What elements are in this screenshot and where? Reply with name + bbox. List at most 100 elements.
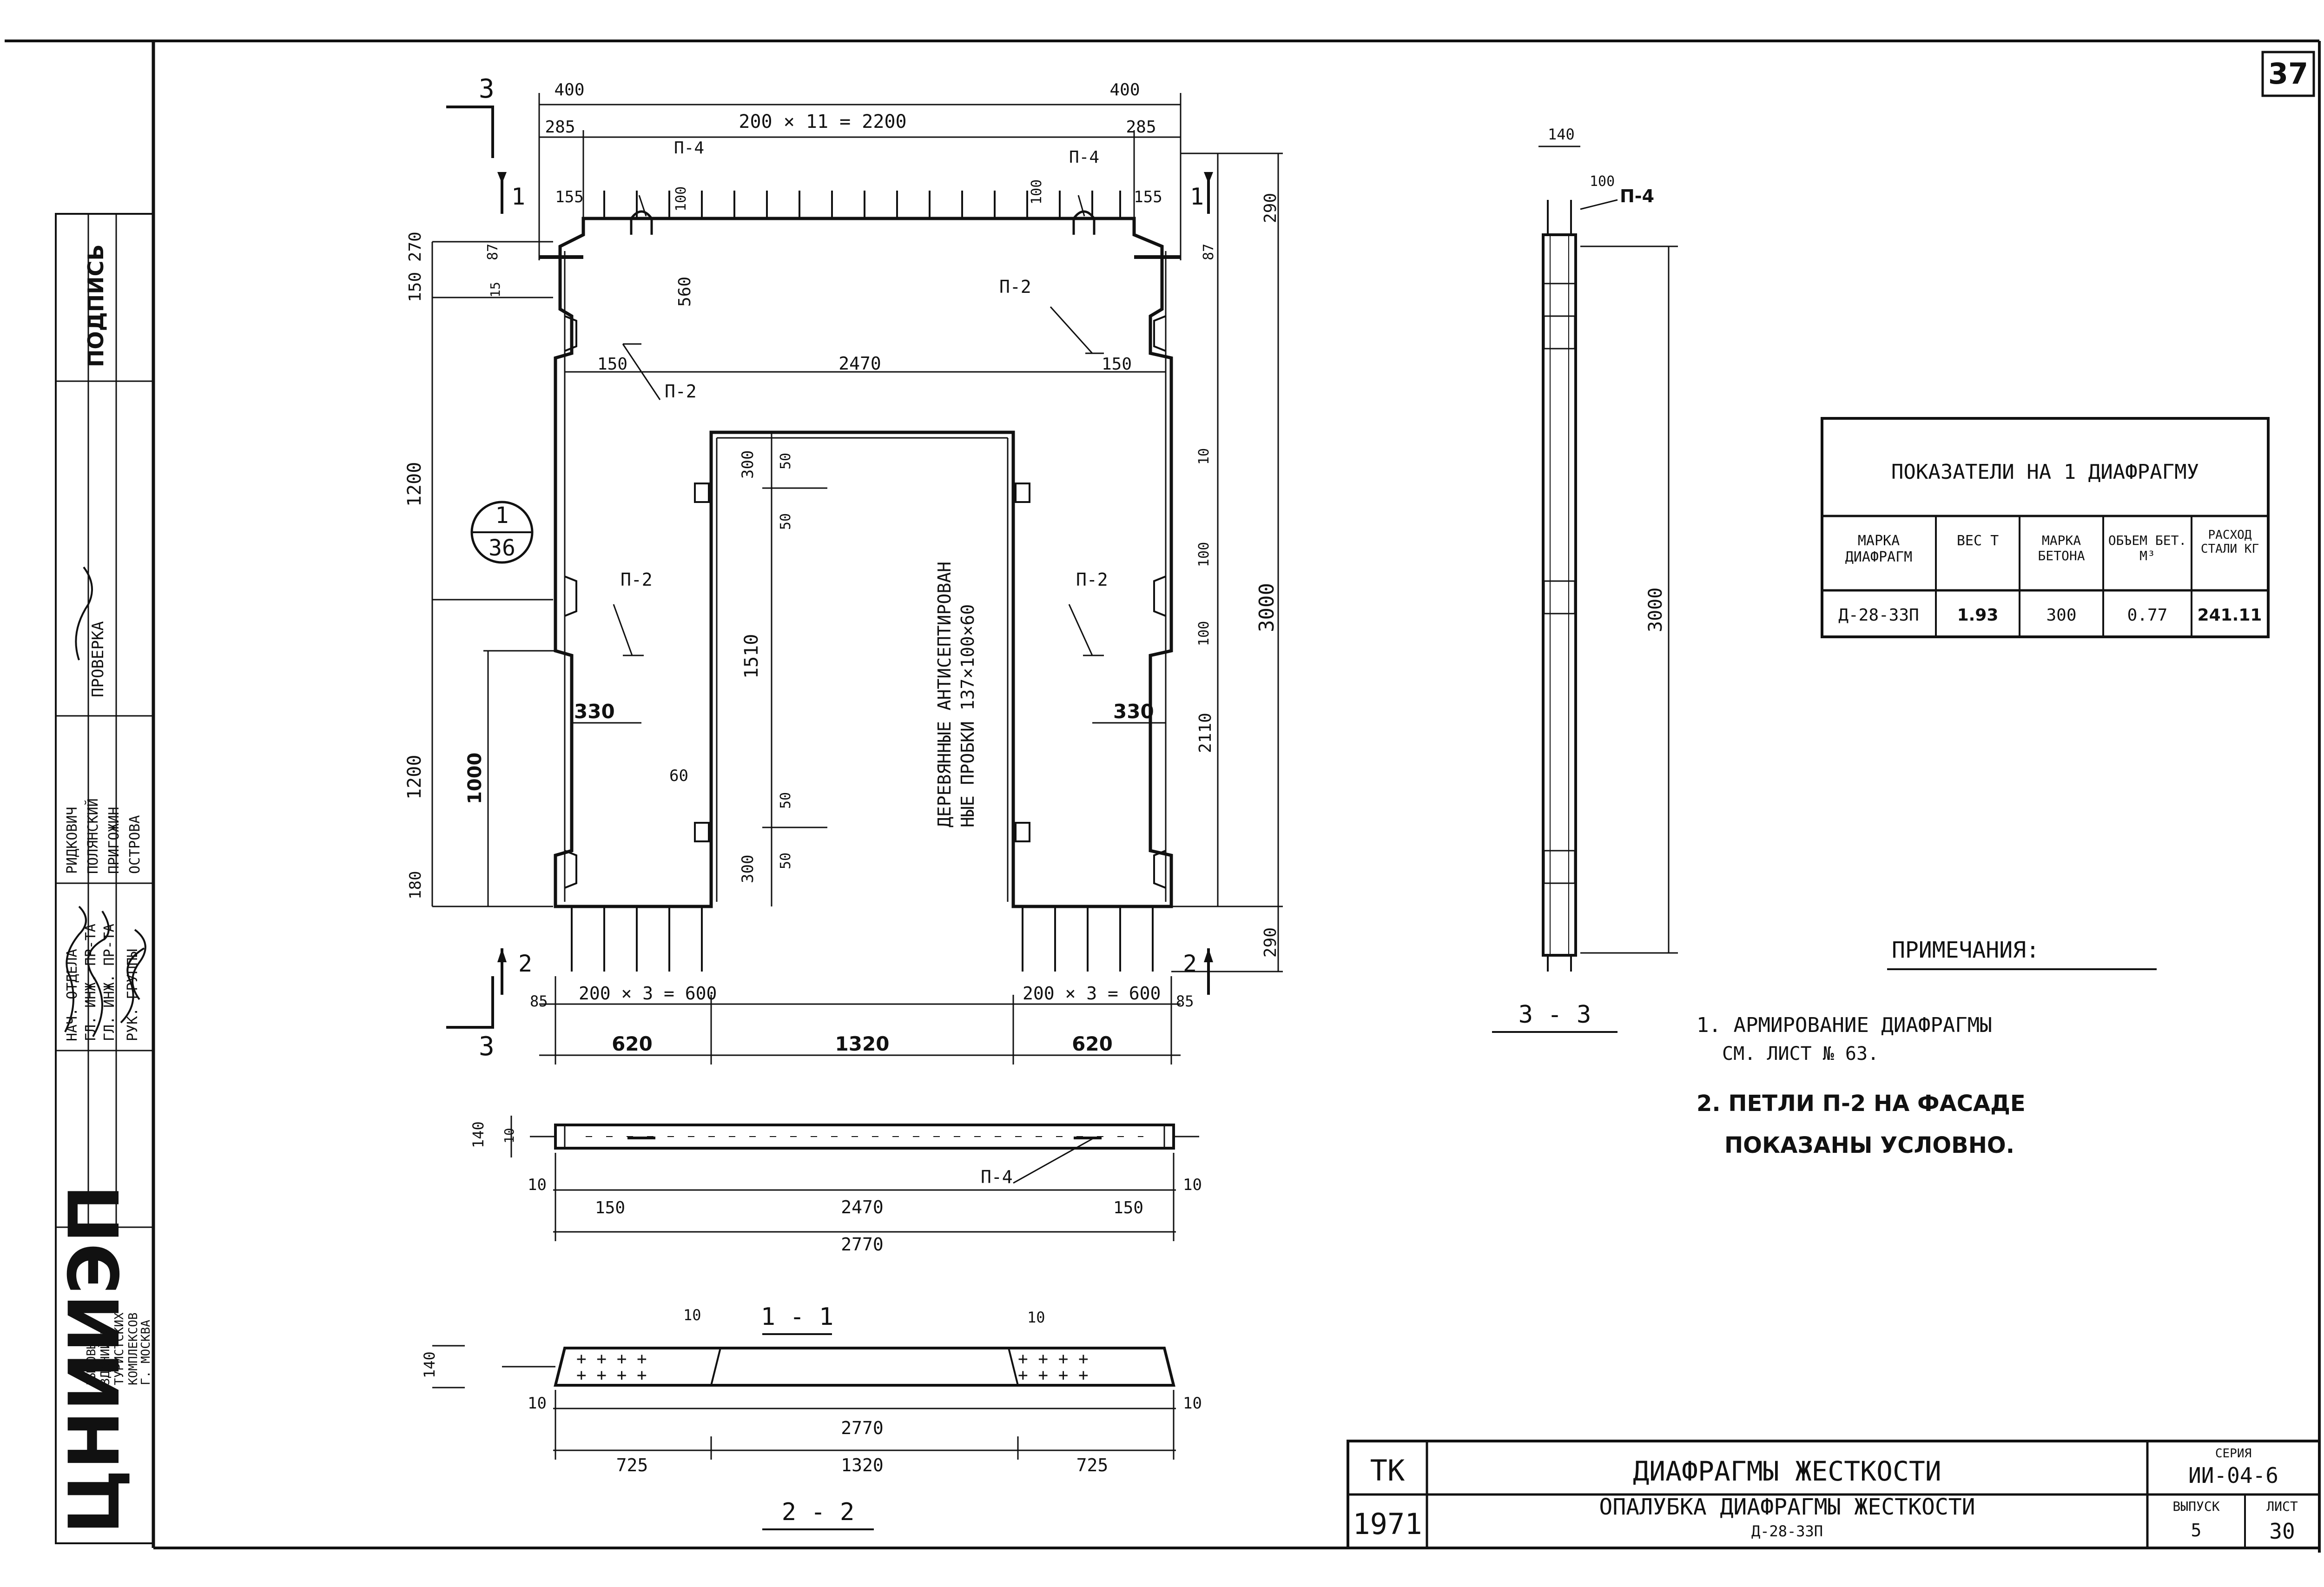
section-2-2: + + + + + + + + + + + + + + + + 140 10 1… <box>421 1306 1202 1530</box>
dim-2110: 2110 <box>1196 713 1215 753</box>
org-line-1: БЫТОВЫХ <box>85 1334 99 1385</box>
s11-dim-2470: 2470 <box>841 1197 884 1217</box>
dim-bottom-right: 200 × 3 = 600 <box>1023 983 1161 1004</box>
dim-150-right: 150 <box>1102 355 1132 374</box>
wood-note-2: НЫЕ ПРОБКИ 137×100×60 <box>957 604 978 827</box>
svg-text:+ + + +: + + + + <box>576 1349 647 1369</box>
s22-dim-140: 140 <box>421 1351 438 1378</box>
dim-290-top: 290 <box>1261 193 1280 223</box>
note-1-a: 1. АРМИРОВАНИЕ ДИАФРАГМЫ <box>1697 1013 1992 1037</box>
loop-p4-left: П-4 <box>674 139 704 158</box>
s11-dim-150-right: 150 <box>1113 1198 1143 1217</box>
s33-dim-3000: 3000 <box>1645 588 1666 632</box>
tb-year: 1971 <box>1353 1507 1422 1541</box>
wood-note-1: ДЕРЕВЯННЫЕ АНТИСЕПТИРОВАН <box>934 562 955 827</box>
dim-87-left: 87 <box>485 244 501 260</box>
dim-85-left: 85 <box>530 992 548 1010</box>
section-arrows <box>497 172 1213 962</box>
tb-issue-label: ВЫПУСК <box>2172 1499 2219 1514</box>
loop-p2-tl: П-2 <box>665 381 697 402</box>
s33-loop: П-4 <box>1620 186 1654 206</box>
dim-85-right: 85 <box>1176 992 1194 1010</box>
title-block: ТК 1971 ДИАФРАГМЫ ЖЕСТКОСТИ ОПАЛУБКА ДИА… <box>1347 1440 2321 1549</box>
mark-3-bottom: 3 <box>479 1032 495 1062</box>
svg-text:+ + + +: + + + + <box>1018 1366 1089 1385</box>
callout-bottom: 36 <box>489 535 515 561</box>
dim-100-left: 100 <box>673 186 689 212</box>
dim-290-bottom: 290 <box>1261 927 1280 958</box>
s11-dim-2770: 2770 <box>841 1234 884 1255</box>
mark-1-right: 1 <box>1190 183 1204 210</box>
svg-text:+ + + +: + + + + <box>1018 1349 1089 1369</box>
mark-2-right: 2 <box>1183 950 1197 977</box>
indicators-table: ПОКАЗАТЕЛИ НА 1 ДИАФРАГМУ МАРКА ДИАФРАГМ… <box>1821 417 2270 638</box>
section-3-3: 140 100 П-4 3000 3 - 3 <box>1492 126 1678 1033</box>
dim-150-left: 150 <box>597 355 627 374</box>
col-header-mark: МАРКА ДИАФРАГМ <box>1845 533 1913 565</box>
stamp-block: ПОДПИСЬ ПРОВЕРКА НАЧ. ОТДЕЛА ГЛ. ИНЖ. ПР… <box>54 213 154 1544</box>
dim-620-left: 620 <box>612 1032 653 1055</box>
sheet-number: 37 <box>2268 57 2308 91</box>
callout-top: 1 <box>495 503 509 529</box>
org-name: ЦНИИЭП <box>54 1185 135 1534</box>
signature-scribbles <box>64 566 146 1037</box>
dim-560: 560 <box>675 277 694 307</box>
col-header-volume: ОБЪЕМ БЕТ. М³ <box>2108 533 2187 563</box>
mark-1-left: 1 <box>511 183 525 210</box>
cell-mark: Д-28-33П <box>1838 606 1919 625</box>
diaphragm-elevation: 1 36 3 3 1 1 2 2 200 × 11 = 2200 400 400… <box>404 74 1283 1065</box>
s11-dim-10-left: 10 <box>528 1176 547 1194</box>
s22-dim-10-left: 10 <box>683 1306 701 1324</box>
dim-60: 60 <box>669 767 688 785</box>
dim-15: 15 <box>488 282 503 298</box>
dim-50-c: 50 <box>778 792 794 809</box>
dim-155-left: 155 <box>555 188 583 206</box>
stamp-name-3: ПРИГОЖИН <box>106 807 122 874</box>
s22-dim-2770: 2770 <box>841 1418 884 1438</box>
tb-series: ИИ-04-6 <box>2188 1463 2278 1488</box>
sheet-number-box: 37 <box>2261 51 2315 97</box>
dim-bottom-left: 200 × 3 = 600 <box>579 983 717 1004</box>
s22-dim-10-br: 10 <box>1183 1394 1202 1413</box>
col-header-weight: ВЕС Т <box>1956 533 1999 549</box>
col-header-steel: РАСХОД СТАЛИ КГ <box>2200 528 2259 556</box>
dim-87-right: 87 <box>1201 244 1217 260</box>
note-1-b: СМ. ЛИСТ № 63. <box>1722 1043 1879 1065</box>
stamp-name-1: РИДКОВИЧ <box>64 807 80 874</box>
stamp-header: ПРОВЕРКА <box>89 621 107 697</box>
dim-100-right-low: 100 <box>1196 621 1212 646</box>
loop-p2-ml: П-2 <box>621 569 653 590</box>
dim-50-b: 50 <box>778 513 794 530</box>
note-2-a: 2. ПЕТЛИ П-2 НА ФАСАДЕ <box>1697 1091 2026 1117</box>
dim-1000: 1000 <box>464 753 486 804</box>
stamp-name-4: ОСТРОВА <box>127 815 143 874</box>
dim-1320: 1320 <box>835 1032 890 1055</box>
org-line-3: ТУРИСТСКИХ <box>112 1312 126 1385</box>
s22-label: 2 - 2 <box>782 1498 855 1526</box>
dim-1510: 1510 <box>741 634 762 679</box>
tb-mark: Д-28-33П <box>1751 1522 1823 1540</box>
s11-dim-140: 140 <box>469 1121 487 1148</box>
loop-p4-right: П-4 <box>1069 148 1099 167</box>
org-line-2: ЗДАНИЙ И <box>98 1327 112 1385</box>
dim-400-left: 400 <box>554 80 584 99</box>
cell-weight: 1.93 <box>1957 606 1999 625</box>
s11-dim-10-top: 10 <box>502 1128 517 1144</box>
tb-subtitle: ОПАЛУБКА ДИАФРАГМЫ ЖЕСТКОСТИ <box>1599 1494 1975 1520</box>
s22-dim-1320: 1320 <box>841 1455 884 1475</box>
cell-concrete: 300 <box>2046 606 2076 625</box>
s22-dim-725-left: 725 <box>616 1455 648 1475</box>
loop-leaders <box>613 195 1104 656</box>
dim-285-right: 285 <box>1126 118 1156 137</box>
org-line-5: Г. МОСКВА <box>139 1320 153 1385</box>
dim-300-top: 300 <box>739 450 757 479</box>
mark-2-left: 2 <box>518 950 532 977</box>
detail-callout: 1 36 <box>470 501 534 564</box>
loop-p2-mr: П-2 <box>1076 569 1108 590</box>
dim-10-right: 10 <box>1196 448 1212 465</box>
shear-keys <box>564 315 1166 889</box>
dim-100-right: 100 <box>1029 179 1045 205</box>
dim-1200-upper: 1200 <box>404 462 425 507</box>
dim-155-right: 155 <box>1134 188 1162 206</box>
